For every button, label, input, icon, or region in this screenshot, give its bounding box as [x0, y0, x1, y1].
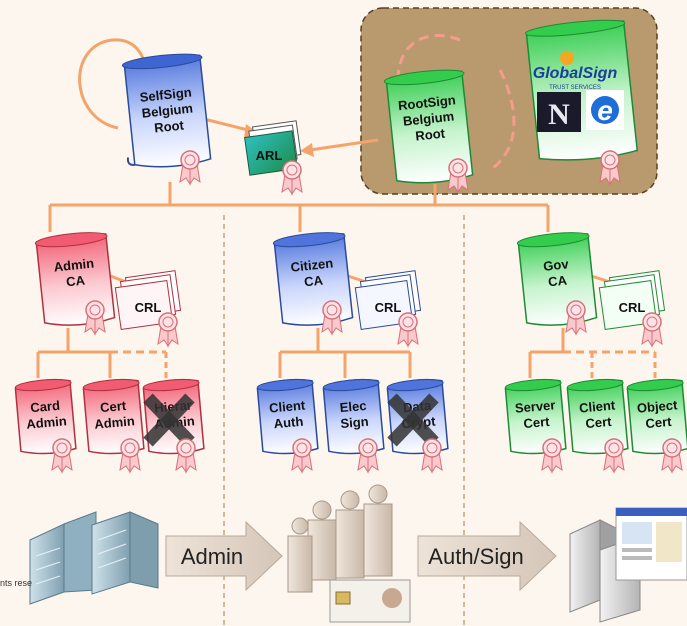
gov-ca-line2: CA: [547, 272, 568, 289]
citizen-crl-seal-icon: [397, 312, 419, 347]
server-cert-line1: Server: [514, 397, 556, 415]
browser-text-line: [622, 556, 652, 560]
admin-crl-seal-icon: [157, 312, 179, 347]
cert-admin-line1: Cert: [99, 398, 127, 415]
globalsign-tagline: TRUST SERVICES: [549, 85, 601, 91]
server-cert-scroll: Server Cert: [504, 378, 567, 455]
eid-chip-icon: [335, 591, 351, 605]
client-auth-line1: Client: [268, 397, 306, 415]
citizen-ca-line2: CA: [303, 272, 324, 289]
cert-admin-seal-icon: [119, 438, 141, 473]
selfsign-loop-arrow: [78, 38, 148, 130]
globalsign-logo: GlobalSign TRUST SERVICES: [533, 51, 618, 91]
object-cert-line1: Object: [636, 397, 678, 416]
object-cert-line2: Cert: [645, 414, 673, 431]
browser-titlebar: [616, 508, 687, 516]
object-cert-seal-icon: [661, 438, 683, 473]
gov-ca-line1: Gov: [542, 256, 569, 274]
browser-text-line: [622, 548, 652, 552]
card-admin-seal-icon: [51, 438, 73, 473]
browser-store-seal-icon: [599, 150, 621, 185]
copyright-fragment: nts rese: [0, 578, 32, 588]
gov-crl-label: CRL: [619, 300, 646, 315]
ie-logo: e: [586, 90, 624, 130]
elec-sign-line2: Sign: [340, 414, 369, 431]
hierar-admin-seal-icon: [175, 438, 197, 473]
citizen-ca-line1: Citizen: [290, 255, 334, 274]
client-auth-line2: Auth: [273, 414, 304, 432]
server-cert-line2: Cert: [523, 414, 551, 431]
selfsign-line3: Root: [154, 117, 186, 135]
cert-admin-scroll: Cert Admin: [82, 378, 145, 455]
citizen-ca-scroll: Citizen CA: [272, 232, 354, 326]
admin-crl-label: CRL: [135, 300, 162, 315]
office-buildings-image: [29, 511, 159, 605]
netscape-logo: N: [537, 92, 581, 132]
gov-ca-scroll: Gov CA: [516, 232, 598, 326]
hierarchy-connectors: [36, 116, 657, 378]
rootsign-line2: Belgium: [402, 109, 455, 129]
ie-icon: e: [597, 95, 613, 126]
cert-admin-line2: Admin: [94, 413, 136, 431]
server-cert-seal-icon: [541, 438, 563, 473]
gov-crl-stack: CRL: [598, 270, 666, 330]
servers-image: [569, 507, 687, 623]
admin-ca-line2: CA: [65, 272, 86, 289]
gov-ca-seal-icon: [565, 300, 587, 335]
client-cert-seal-icon: [603, 438, 625, 473]
gov-crl-seal-icon: [641, 312, 663, 347]
authsign-flow-arrow: Auth/Sign: [417, 520, 557, 592]
rootsign-arl-arrowhead: [300, 143, 314, 157]
data-crypt-seal-icon: [421, 438, 443, 473]
selfsign-seal-icon: [179, 150, 201, 185]
admin-flow-arrow: Admin: [165, 520, 283, 592]
arl-stack: ARL: [244, 120, 302, 176]
citizens-image: [287, 484, 411, 623]
elec-sign-line1: Elec: [339, 398, 367, 415]
eid-photo-icon: [382, 588, 402, 608]
elec-sign-scroll: Elec Sign: [322, 378, 385, 455]
citizen-crl-stack: CRL: [354, 270, 422, 330]
rootsign-seal-icon: [447, 158, 469, 193]
hierar-admin-cross-icon: [143, 393, 195, 447]
client-cert-line1: Client: [578, 397, 616, 415]
client-cert-line2: Cert: [585, 414, 613, 431]
netscape-icon: N: [548, 98, 570, 131]
elec-sign-seal-icon: [357, 438, 379, 473]
rootsign-line1: RootSign: [397, 92, 456, 113]
globalsign-globe-icon: [560, 51, 574, 65]
browser-sidebar-block: [656, 522, 682, 562]
selfsign-line1: SelfSign: [139, 85, 192, 105]
client-cert-scroll: Client Cert: [566, 378, 629, 455]
selfsign-line2: Belgium: [141, 100, 194, 120]
card-admin-scroll: Card Admin: [14, 378, 77, 455]
browser-content-block: [622, 522, 652, 544]
arl-label: ARL: [256, 148, 283, 163]
globalsign-wordmark: GlobalSign: [533, 65, 618, 82]
citizen-ca-seal-icon: [321, 300, 343, 335]
data-crypt-cross-icon: [387, 393, 439, 447]
client-auth-seal-icon: [291, 438, 313, 473]
admin-ca-seal-icon: [84, 300, 106, 335]
card-admin-line1: Card: [30, 398, 61, 416]
admin-flow-label: Admin: [181, 544, 243, 569]
authsign-flow-label: Auth/Sign: [428, 544, 523, 569]
arl-seal-icon: [281, 160, 303, 195]
selfsign-root-scroll: SelfSign Belgium Root: [121, 53, 212, 168]
rootsign-root-scroll: RootSign Belgium Root: [383, 69, 474, 184]
citizen-crl-label: CRL: [375, 300, 402, 315]
client-auth-scroll: Client Auth: [256, 378, 319, 455]
rootsign-line3: Root: [415, 125, 447, 143]
object-cert-scroll: Object Cert: [626, 378, 687, 455]
store-dashed-arrow: [489, 69, 516, 172]
card-admin-line2: Admin: [26, 413, 68, 431]
admin-crl-stack: CRL: [114, 270, 182, 330]
admin-ca-line1: Admin: [53, 255, 95, 274]
